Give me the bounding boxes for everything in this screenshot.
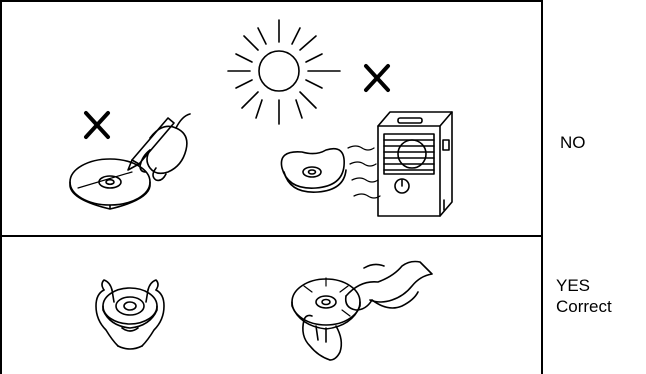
heater-icon (377, 111, 453, 217)
sun-icon (227, 19, 341, 125)
cross-mark-left (84, 111, 110, 139)
label-no: NO (560, 133, 586, 152)
label-yes: YES (556, 276, 591, 295)
diagram-frame (0, 0, 543, 374)
illustrations (69, 19, 453, 361)
panel-divider (0, 235, 543, 237)
heat-waves (347, 145, 381, 199)
hand-cleaning-disc-icon (291, 260, 433, 361)
disc-pencil-icon (69, 113, 191, 210)
warped-disc-icon (280, 147, 347, 193)
label-correct: Correct (556, 297, 612, 316)
cross-mark-right (364, 64, 390, 92)
hands-holding-disc-icon (95, 279, 165, 350)
